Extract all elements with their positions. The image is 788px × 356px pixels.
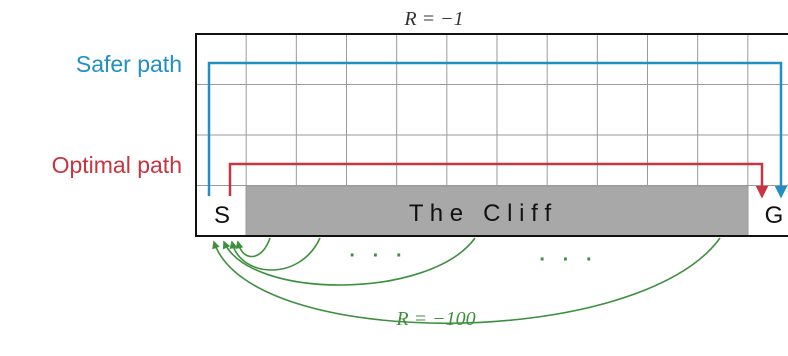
ellipsis-left: · · ·: [349, 245, 402, 267]
fall-arrows: [212, 237, 721, 325]
goal-label: G: [765, 202, 784, 229]
safer-path-arrow: [207, 61, 788, 199]
cliff-region: [245, 185, 749, 237]
cliff-label: T h e C l i f f: [409, 200, 552, 227]
fall-arrow-4: [212, 237, 721, 325]
start-label: S: [214, 202, 230, 229]
ellipsis-right: · · ·: [539, 249, 592, 271]
fall-arrow-1: [235, 237, 271, 258]
fall-arrow-2: [229, 237, 321, 271]
fall-arrow-3: [222, 237, 476, 286]
step-reward-label: R = −1: [403, 8, 463, 30]
optimal-path-label: Optimal path: [52, 152, 182, 178]
safer-path-label: Safer path: [76, 51, 182, 77]
grid-border: [195, 33, 788, 237]
optimal-path-arrow: [228, 162, 769, 199]
fall-reward-label: R = −100: [395, 308, 475, 330]
